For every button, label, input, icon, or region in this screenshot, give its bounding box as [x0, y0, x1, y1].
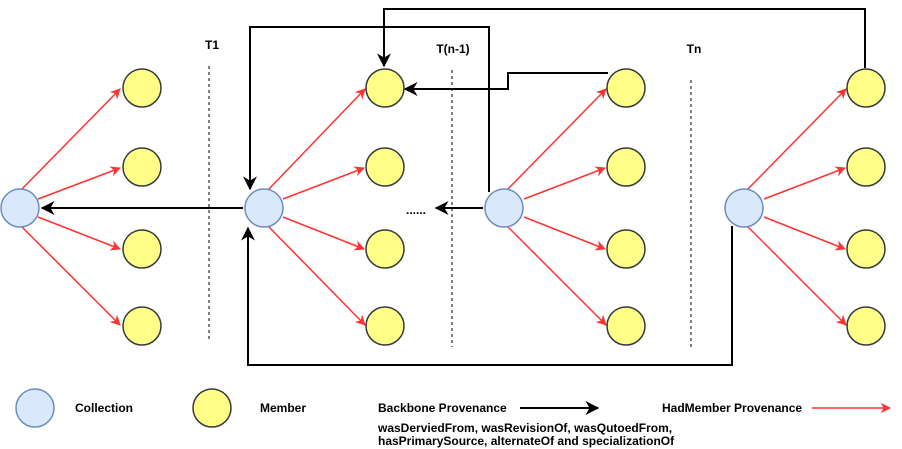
member-node [122, 68, 162, 108]
hadmember-edge [763, 216, 846, 251]
hadmember-edge [506, 88, 607, 191]
collection-node-3 [484, 188, 524, 228]
legend-backbone-relations-line1: wasDerviedFrom, wasRevisionOf, wasQutoed… [377, 421, 672, 435]
time-label-tn-minus-1: T(n-1) [436, 42, 469, 56]
hadmember-edges-c2 [267, 88, 366, 326]
hadmember-edge [763, 166, 846, 200]
member-node [122, 147, 162, 187]
hadmember-edge [746, 88, 847, 191]
member-node [365, 147, 405, 187]
legend-member-swatch [192, 388, 232, 428]
hadmember-edge [282, 216, 365, 251]
legend-collection-swatch [15, 388, 55, 428]
backbone-edge-m4a-to-m2a [377, 8, 866, 68]
legend-backbone-label: Backbone Provenance [378, 401, 507, 415]
hadmember-edge [506, 225, 607, 326]
member-node [606, 306, 646, 346]
time-label-t1: T1 [205, 38, 219, 52]
member-group-c1 [122, 68, 162, 346]
hadmember-edges-c4 [746, 88, 847, 326]
hadmember-edge [267, 88, 366, 191]
member-node [606, 68, 646, 108]
backbone-edge-c3-to-c2 [243, 26, 490, 192]
legend-backbone-relations-line2: hasPrimarySource, alternateOf and specia… [378, 434, 675, 448]
member-node [846, 306, 886, 346]
hadmember-edge [267, 225, 366, 326]
hadmember-edge [282, 166, 365, 200]
member-node [365, 68, 405, 108]
hadmember-edges-c3 [506, 88, 607, 326]
member-group-c3 [606, 68, 646, 346]
hadmember-edge [20, 88, 121, 191]
hadmember-edges-c1 [20, 88, 121, 326]
member-group-c2 [365, 68, 405, 346]
legend-hadmember-label: HadMember Provenance [662, 401, 802, 415]
legend-member-label: Member [260, 401, 306, 415]
member-node [365, 229, 405, 269]
backbone-edge-m3a-to-m2a [403, 72, 608, 96]
member-node [606, 147, 646, 187]
member-node [122, 306, 162, 346]
hadmember-edge [37, 216, 121, 251]
backbone-edge-c4-to-c2 [241, 226, 733, 366]
member-node [606, 229, 646, 269]
hadmember-edge [37, 166, 121, 200]
hadmember-edge [20, 225, 121, 326]
collection-node-2 [244, 188, 284, 228]
legend: Collection Member Backbone Provenance Ha… [15, 388, 892, 448]
ellipsis-text: ...... [406, 203, 426, 217]
time-label-tn: Tn [687, 42, 702, 56]
hadmember-edge [523, 216, 606, 251]
collection-node-1 [0, 188, 40, 228]
member-node [365, 306, 405, 346]
hadmember-edge [523, 166, 606, 200]
collection-node-4 [724, 188, 764, 228]
hadmember-edge [746, 225, 847, 326]
member-group-c4 [846, 68, 886, 346]
member-node [846, 147, 886, 187]
member-node [846, 68, 886, 108]
legend-collection-label: Collection [75, 401, 133, 415]
member-node [846, 229, 886, 269]
member-node [122, 229, 162, 269]
